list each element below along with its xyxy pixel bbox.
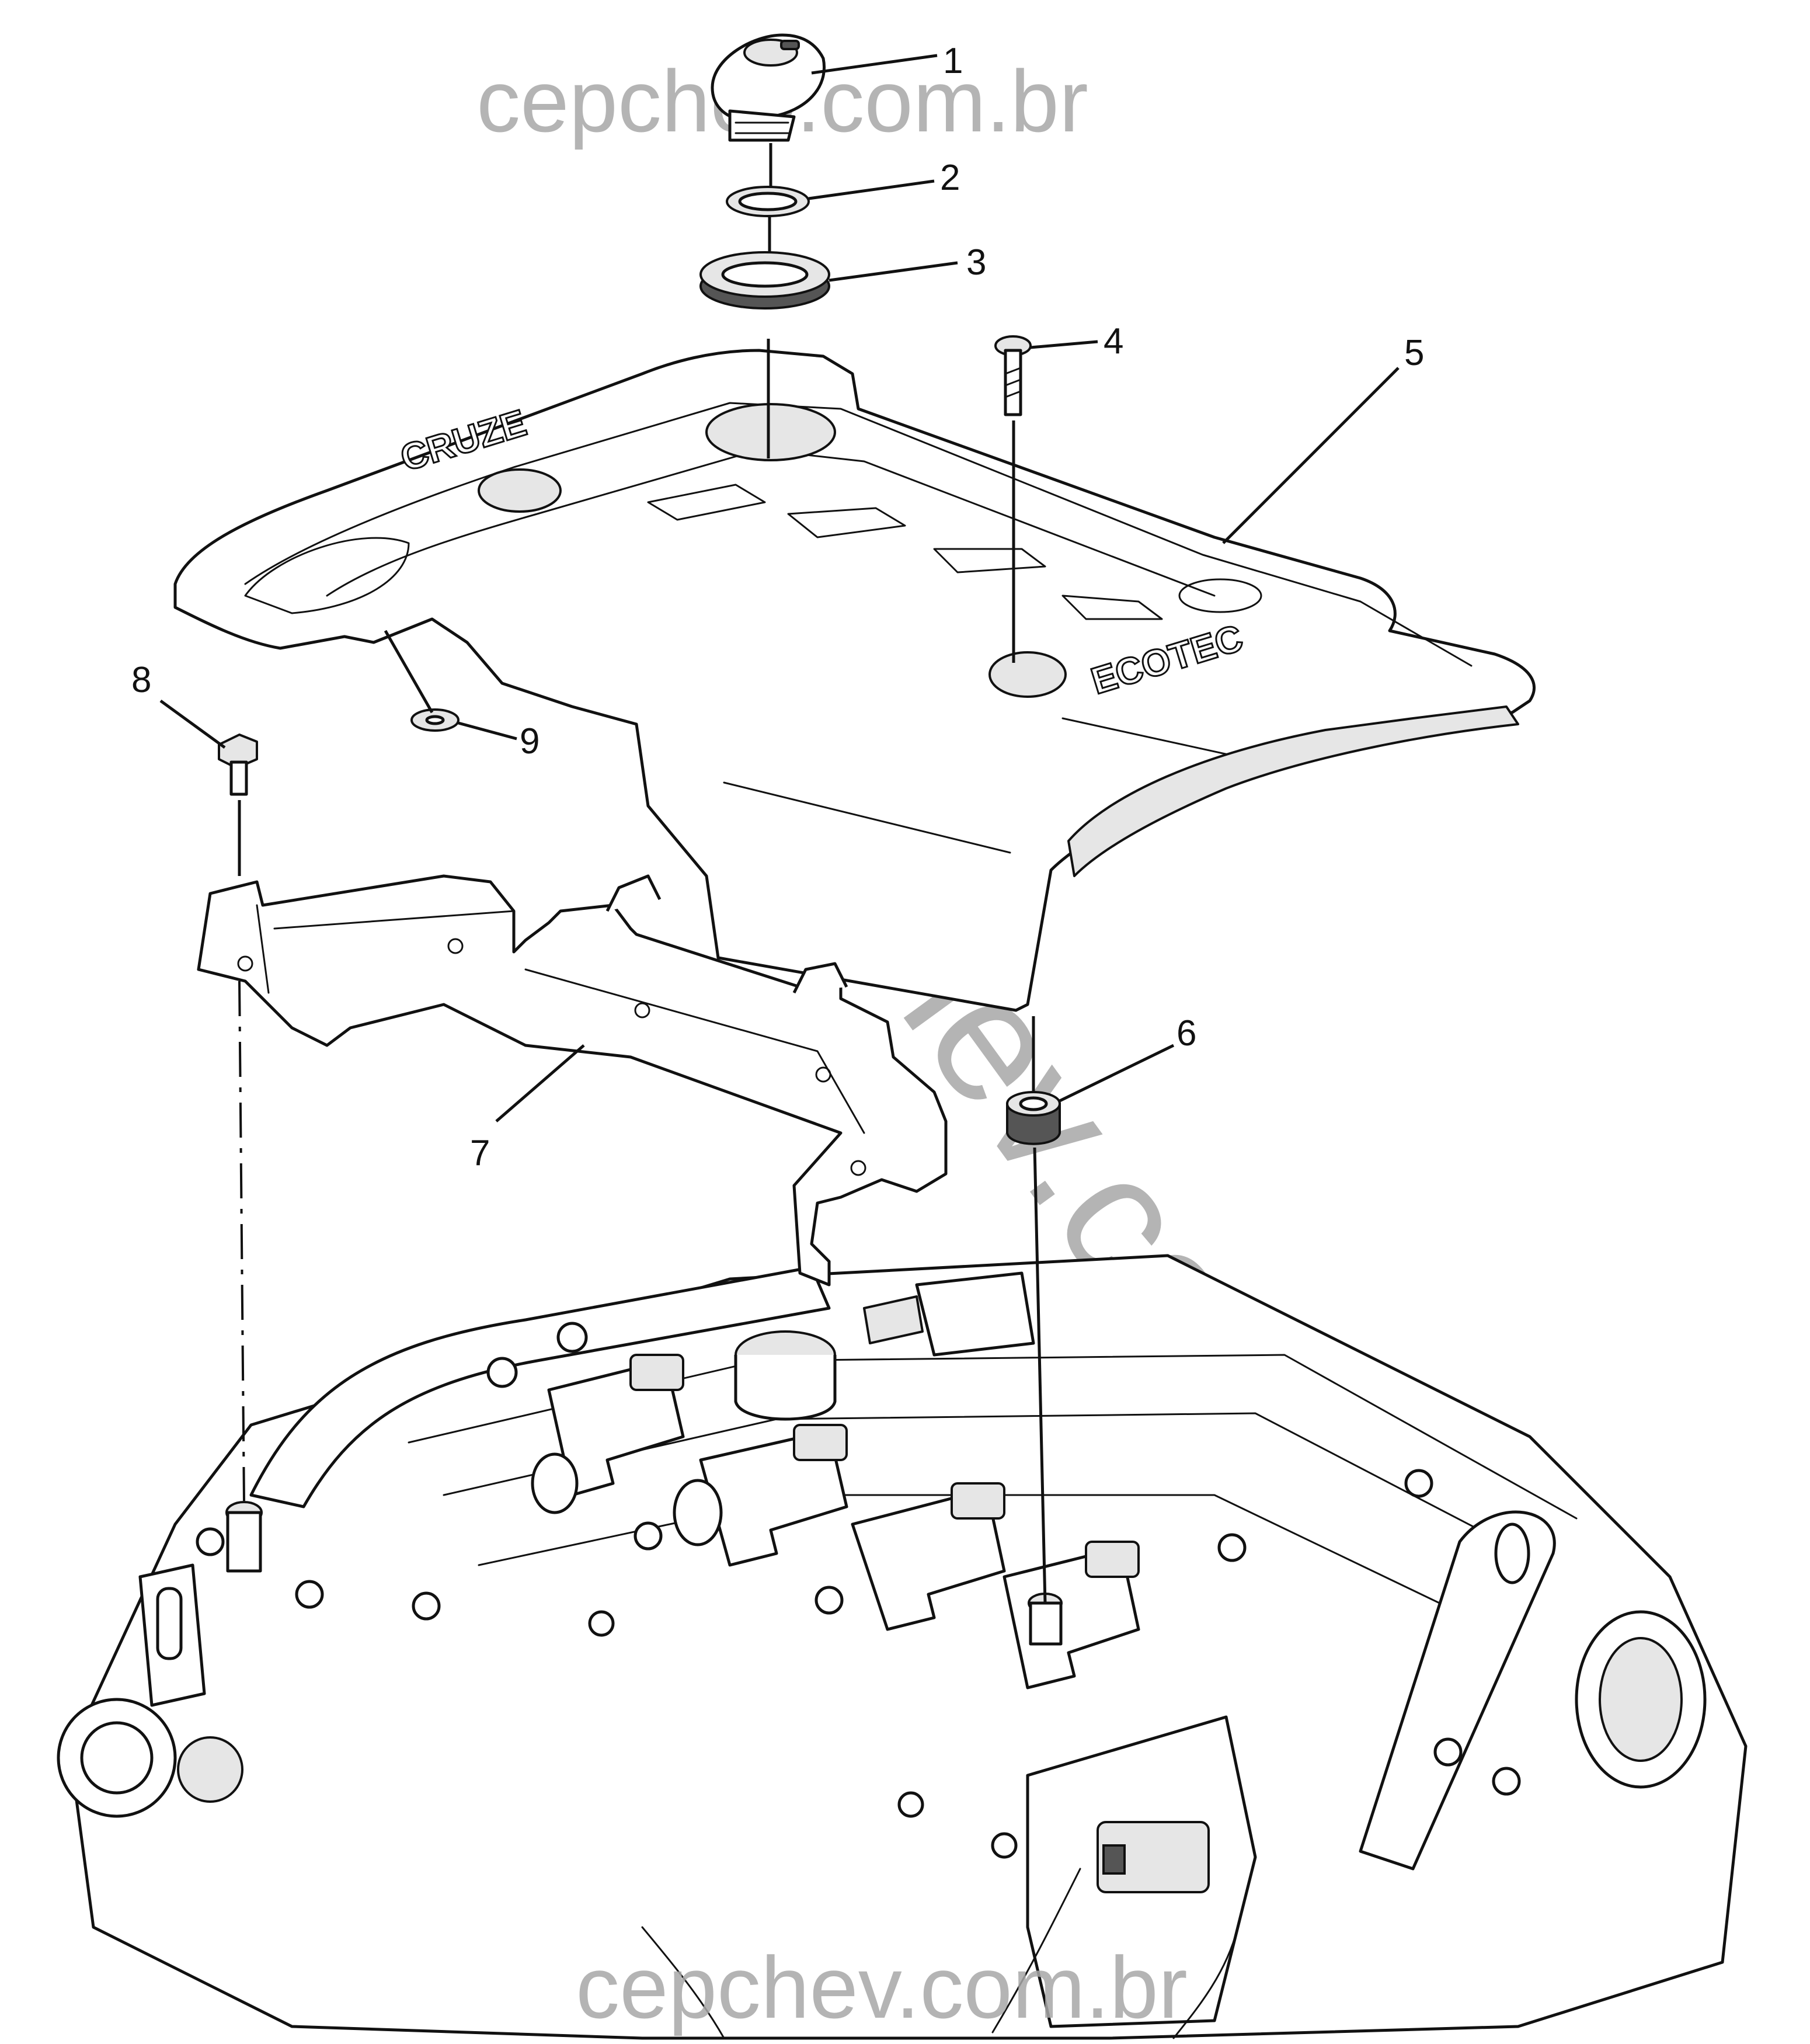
callout-label: 9 xyxy=(520,721,539,762)
dipstick-handle xyxy=(673,1479,723,1546)
ignition-coil-3 xyxy=(851,1482,1006,1631)
cover-grommet xyxy=(1006,1091,1061,1145)
cover-stud xyxy=(994,335,1032,416)
ignition-coil-4 xyxy=(1003,1541,1140,1690)
callout-9: 9 xyxy=(458,721,539,762)
oil-filler-cap xyxy=(711,33,826,142)
filler-grommet xyxy=(699,251,830,310)
cover-stud-hole xyxy=(988,651,1067,698)
callout-3: 3 xyxy=(829,242,986,283)
callout-1: 1 xyxy=(811,41,963,81)
ignition-coil-2 xyxy=(699,1424,848,1567)
callout-label: 7 xyxy=(470,1133,490,1173)
callout-label: 3 xyxy=(966,242,986,283)
callout-label: 1 xyxy=(943,41,963,81)
engine-bolts xyxy=(196,1322,1521,1859)
cover-oil-opening xyxy=(705,403,836,461)
callout-4: 4 xyxy=(1030,321,1123,361)
callout-2: 2 xyxy=(808,158,960,200)
engine-assembly xyxy=(57,1254,1748,2040)
callout-label: 5 xyxy=(1404,333,1424,373)
watermark-bottom: cepchev.com.br xyxy=(576,1938,1188,2036)
cover-bracket xyxy=(197,874,948,1287)
callout-label: 4 xyxy=(1104,321,1123,361)
callout-6: 6 xyxy=(1059,1013,1196,1103)
callout-label: 2 xyxy=(940,158,960,198)
callout-label: 8 xyxy=(131,660,151,700)
bracket-bolt xyxy=(218,734,258,796)
callout-8: 8 xyxy=(131,660,226,749)
ignition-coil-1 xyxy=(547,1354,685,1497)
lift-bracket-right xyxy=(1359,1510,1556,1871)
callout-label: 6 xyxy=(1176,1013,1196,1054)
callout-5: 5 xyxy=(1222,333,1424,544)
alignment-lines xyxy=(238,143,1047,1604)
callout-7: 7 xyxy=(470,1044,585,1173)
